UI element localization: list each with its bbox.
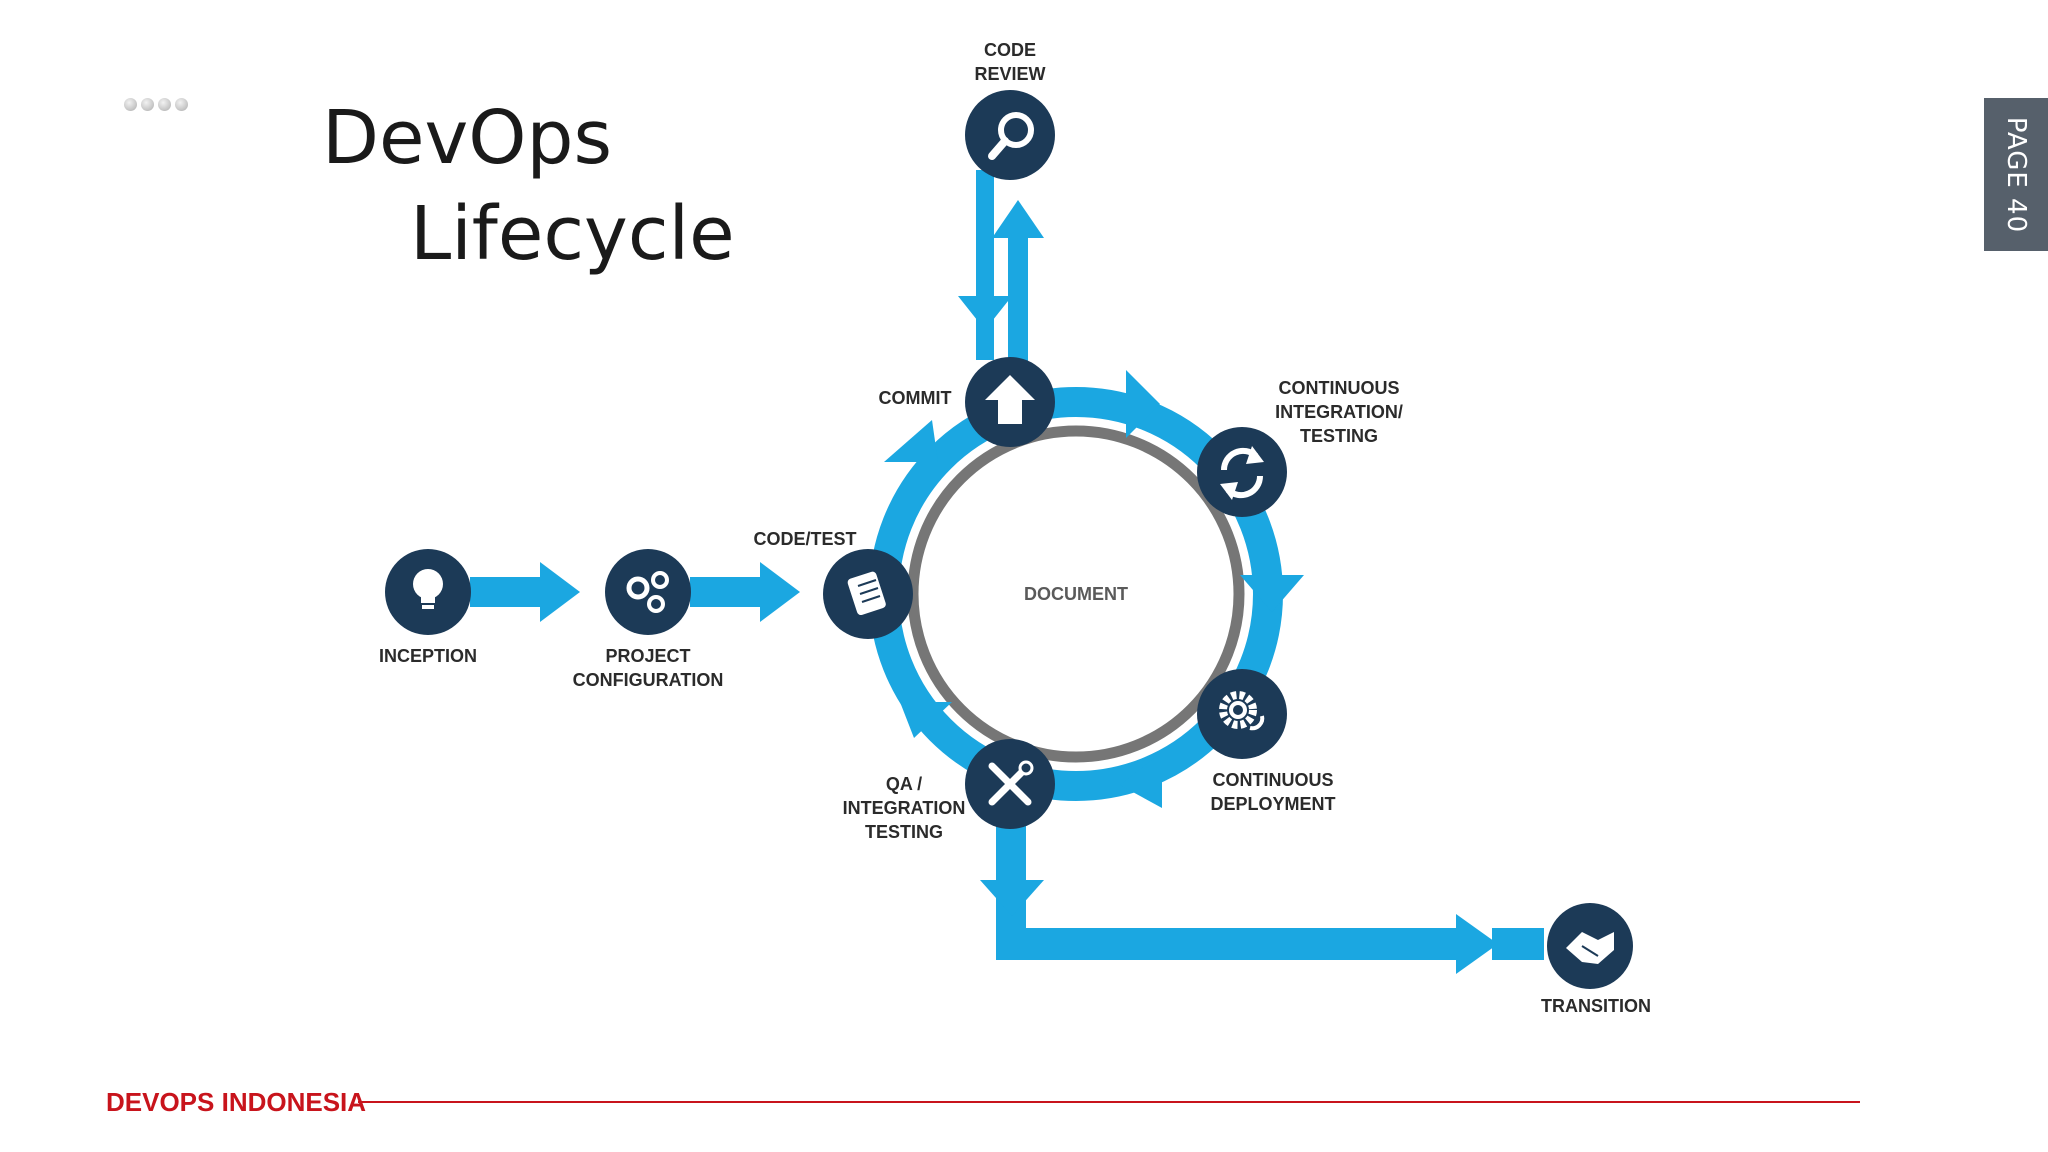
continuous-deployment-node (1197, 669, 1287, 759)
ring-arrowhead (884, 420, 938, 462)
page-number-tab: PAGE 40 (1984, 98, 2048, 251)
handshake-icon (1566, 932, 1614, 964)
review-down-arrowhead (958, 296, 1012, 330)
project-config-label-1: PROJECT (605, 646, 690, 666)
dot-icon (141, 98, 154, 111)
inception-node (385, 549, 471, 635)
transition-arrow-tail (1492, 928, 1544, 960)
project-config-node (605, 549, 691, 635)
ring-arrowhead (1240, 575, 1304, 612)
code-review-node (965, 90, 1055, 180)
commit-node (965, 357, 1055, 447)
code-test-label: CODE/TEST (753, 529, 856, 549)
ci-label-2: INTEGRATION/ (1275, 402, 1403, 422)
qa-label-1: QA / (886, 774, 922, 794)
code-review-label-2: REVIEW (974, 64, 1045, 84)
ci-label-3: TESTING (1300, 426, 1378, 446)
title-line-1: DevOps (322, 95, 613, 181)
deployment-label-2: DEPLOYMENT (1210, 794, 1335, 814)
document-label: DOCUMENT (1024, 584, 1128, 604)
footer-divider (358, 1101, 1860, 1103)
ring-arrowhead (1120, 752, 1162, 808)
config-arrowhead (760, 562, 800, 622)
dot-icon (175, 98, 188, 111)
project-config-label-2: CONFIGURATION (573, 670, 724, 690)
review-down-shaft (976, 170, 994, 360)
code-review-label-1: CODE (984, 40, 1036, 60)
review-up-shaft (1008, 232, 1028, 362)
tools-icon (988, 760, 1034, 806)
slide-title: DevOps Lifecycle (322, 90, 735, 282)
ci-label-1: CONTINUOUS (1279, 378, 1400, 398)
dot-icon (124, 98, 137, 111)
transition-arrow-shaft (996, 928, 1466, 960)
transition-node (1547, 903, 1633, 989)
commit-label: COMMIT (879, 388, 952, 408)
qa-testing-node (965, 739, 1055, 829)
inception-arrowhead (540, 562, 580, 622)
dot-icon (158, 98, 171, 111)
review-up-arrowhead (992, 200, 1044, 238)
ci-testing-node (1197, 427, 1287, 517)
qa-label-3: TESTING (865, 822, 943, 842)
qa-down-arrowhead (980, 880, 1044, 916)
deployment-label-1: CONTINUOUS (1213, 770, 1334, 790)
magnifier-icon (988, 112, 1034, 160)
gears-icon (626, 571, 669, 613)
title-line-2: Lifecycle (410, 191, 735, 277)
upload-arrow-icon (985, 375, 1035, 424)
ring-arrowhead (900, 702, 952, 738)
lightbulb-icon (413, 569, 443, 609)
transition-label: TRANSITION (1541, 996, 1651, 1016)
qa-label-2: INTEGRATION (843, 798, 966, 818)
code-test-node (823, 549, 913, 639)
footer-brand: DEVOPS INDONESIA (106, 1087, 367, 1117)
gear-icon (1219, 691, 1265, 731)
sync-icon (1220, 446, 1264, 500)
slide-indicator-dots (124, 98, 188, 111)
inception-label: INCEPTION (379, 646, 477, 666)
ring-arrowhead (1126, 370, 1160, 438)
scroll-icon (847, 571, 886, 616)
transition-arrowhead (1456, 914, 1498, 974)
